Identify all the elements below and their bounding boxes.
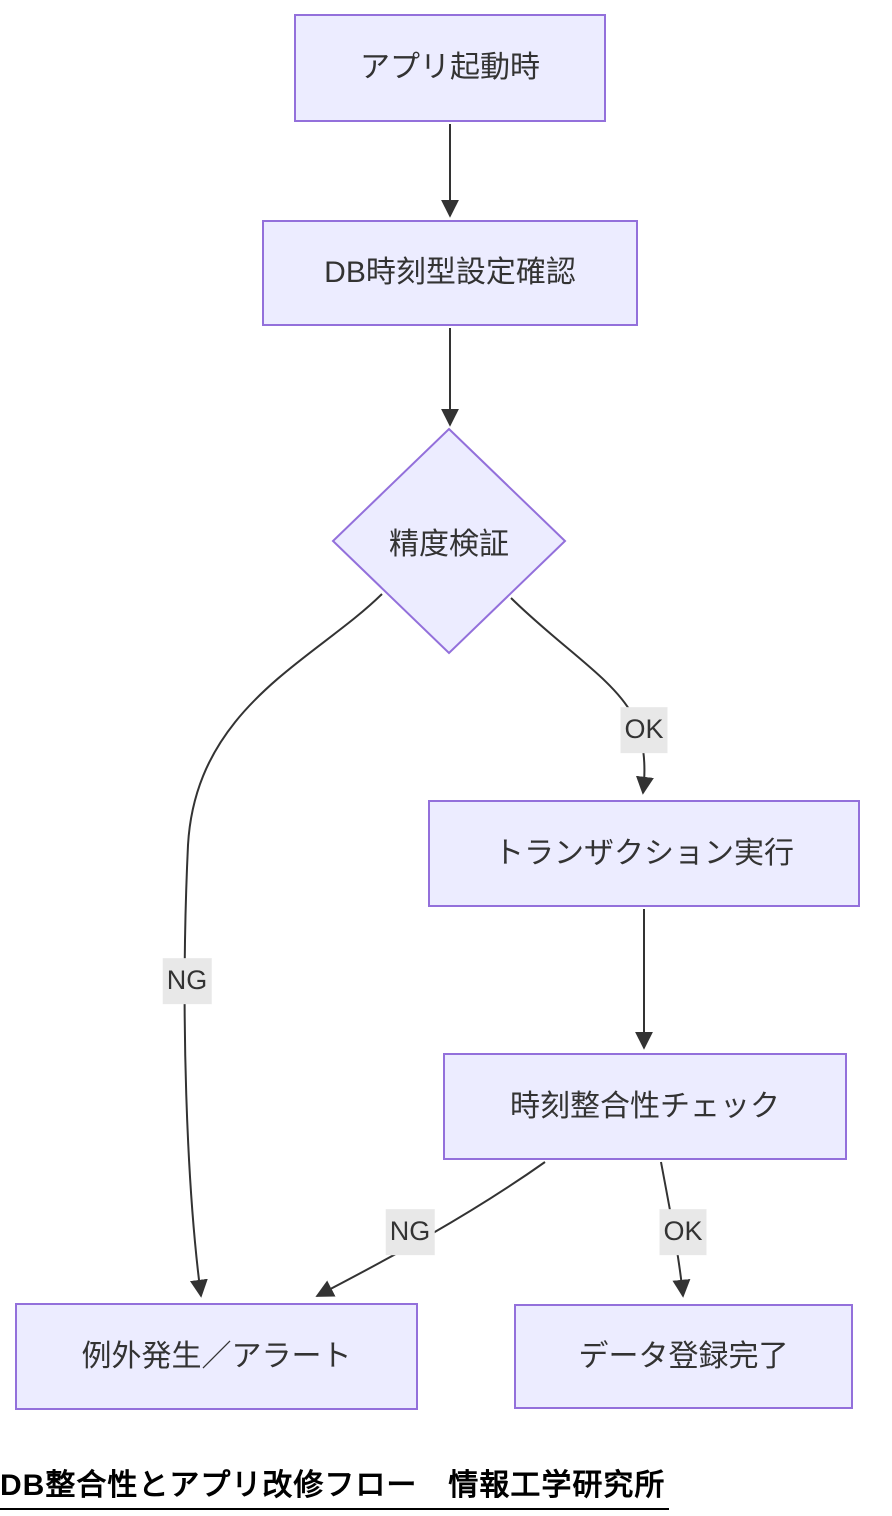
node-app-start: アプリ起動時 [294,14,606,122]
node-accuracy-decision-label: 精度検証 [389,528,509,561]
node-app-start-label: アプリ起動時 [360,51,540,84]
node-data-registration-done: データ登録完了 [514,1304,853,1409]
edge-label-decision-ok: OK [620,707,668,753]
node-time-consistency-check-label: 時刻整合性チェック [510,1089,780,1123]
edge-label-decision-ng: NG [162,958,212,1004]
edge-decision-ng-to-alert [183,593,383,1298]
node-time-consistency-check: 時刻整合性チェック [443,1053,847,1160]
edge-label-timecheck-ok: OK [659,1209,707,1255]
edge-label-timecheck-ng: NG [385,1209,435,1255]
node-exception-alert: 例外発生／アラート [15,1303,418,1410]
node-db-time-type-check: DB時刻型設定確認 [262,220,638,326]
diagram-caption: DB整合性とアプリ改修フロー 情報工学研究所 [0,1460,670,1510]
node-data-registration-done-label: データ登録完了 [578,1339,789,1373]
edge-decision-ok-to-transaction [510,597,654,795]
node-transaction-exec: トランザクション実行 [428,800,860,907]
node-transaction-exec-label: トランザクション実行 [494,836,794,870]
decision-diamond-shape [331,427,567,655]
node-db-time-type-check-label: DB時刻型設定確認 [324,256,576,289]
node-exception-alert-label: 例外発生／アラート [81,1339,352,1373]
